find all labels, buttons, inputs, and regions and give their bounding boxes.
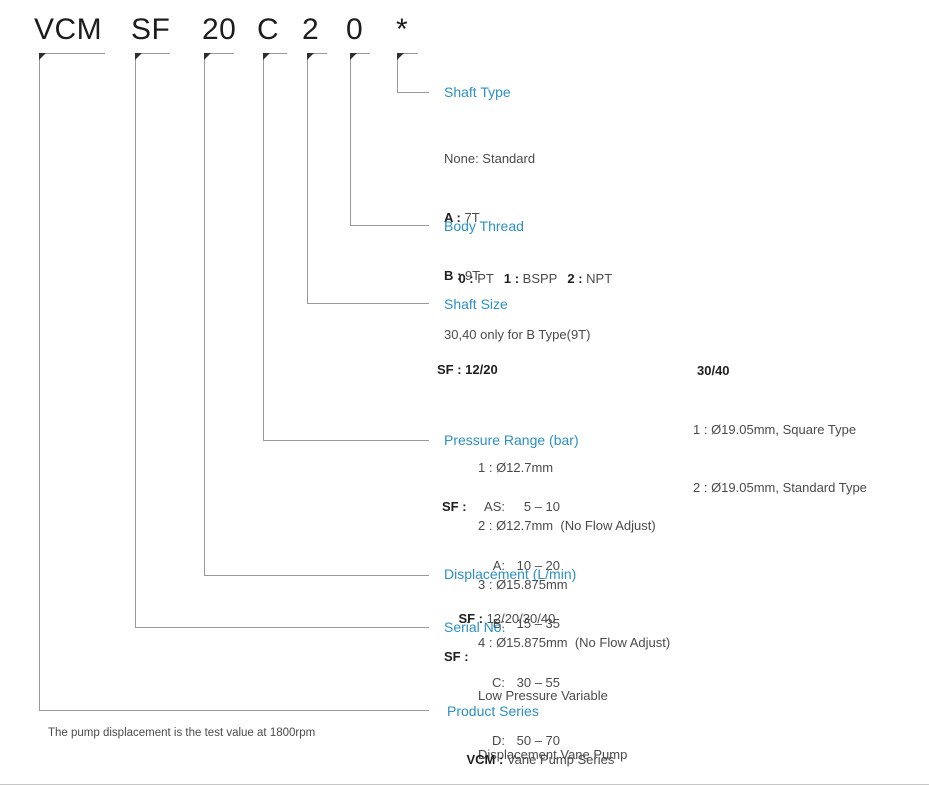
footnote: The pump displacement is the test value … — [48, 727, 316, 739]
shaft-type-line: A : 7T — [444, 209, 480, 225]
pressure-range-row: C:30 – 55 — [492, 674, 560, 690]
displacement-title: Displacement (L/min) — [444, 566, 577, 582]
pressure-range-row: D:50 – 70 — [492, 733, 560, 748]
serial-no-value: Low Pressure Variable Displacement Vane … — [478, 688, 628, 762]
shaft-type-title: Shaft Type — [444, 84, 511, 100]
shaft-size-right-heading: 30/40 — [697, 363, 730, 378]
bracket-line-20 — [204, 53, 429, 576]
shaft-type-line: 30,40 only for B Type(9T) — [444, 326, 591, 342]
shaft-size-item: 2 : Ø12.7mm (No Flow Adjust) — [478, 518, 656, 533]
shaft-size-item: 4 : Ø15.875mm (No Flow Adjust) — [478, 635, 671, 650]
corner-wedge — [397, 53, 404, 60]
corner-wedge — [204, 53, 211, 60]
corner-wedge — [135, 53, 142, 60]
shaft-size-left-column: SF : 12/20 1 : Ø12.7mm 2 : Ø12.7mm (No F… — [437, 321, 670, 731]
bracket-line-2 — [307, 53, 429, 304]
code-segment-asterisk: * — [396, 13, 409, 46]
pressure-range-row: A:10 – 20 — [492, 557, 560, 573]
bracket-line-vcm — [39, 53, 429, 711]
bracket-line-0 — [350, 53, 429, 226]
code-segment-vcm: VCM — [34, 13, 103, 46]
shaft-type-line: None: Standard — [444, 151, 536, 166]
corner-wedge — [39, 53, 46, 60]
corner-wedge — [307, 53, 314, 60]
bracket-line-sf — [135, 53, 429, 628]
pressure-range-title: Pressure Range (bar) — [444, 432, 579, 448]
pressure-range-row: SF : AS:5 – 10 — [442, 499, 560, 514]
shaft-size-item: 3 : Ø15.875mm — [478, 576, 568, 592]
bracket-line-asterisk — [397, 53, 429, 93]
shaft-size-item: 2 : Ø19.05mm, Standard Type — [693, 480, 867, 495]
shaft-size-title: Shaft Size — [444, 296, 508, 312]
code-segment-2: 2 — [302, 13, 320, 46]
product-series-content: VCM : Vane Pump Series — [466, 751, 615, 767]
body-thread-option-value: PT — [477, 270, 494, 286]
code-segment-0: 0 — [346, 13, 364, 46]
body-thread-option-key: 1 : — [503, 270, 523, 286]
bracket-topbar — [135, 53, 170, 54]
serial-no-content: SF : Low Pressure Variable Displacement … — [444, 647, 628, 784]
body-thread-content: 0 : PT 1 : BSPP 2 : NPT — [444, 249, 622, 308]
shaft-size-left-heading: SF : 12/20 — [437, 362, 498, 377]
shaft-size-left-items: 1 : Ø12.7mm 2 : Ø12.7mm (No Flow Adjust)… — [478, 419, 670, 692]
bracket-topbar — [39, 53, 105, 54]
body-thread-option-value: NPT — [586, 270, 613, 286]
shaft-type-line: B : 9T — [444, 268, 481, 283]
serial-no-title: Serial No. — [444, 619, 506, 635]
corner-wedge — [263, 53, 270, 60]
bracket-topbar — [263, 53, 287, 54]
product-series-title: Product Series — [447, 703, 539, 719]
bracket-topbar — [350, 53, 370, 54]
body-thread-title: Body Thread — [444, 218, 524, 234]
shaft-size-item: 1 : Ø19.05mm, Square Type — [693, 421, 857, 437]
bracket-topbar — [397, 53, 418, 54]
bracket-line-c — [263, 53, 429, 441]
bracket-topbar — [307, 53, 327, 54]
bracket-topbar — [204, 53, 234, 54]
pressure-range-content: SF : AS:5 – 10 A:10 – 20 B:15 – 35 C:30 … — [442, 458, 560, 784]
pressure-range-row: B:15 – 35 — [492, 616, 560, 631]
shaft-size-item: 1 : Ø12.7mm — [478, 459, 554, 475]
code-segment-c: C — [257, 13, 280, 46]
code-segment-sf: SF — [131, 13, 171, 46]
code-segment-20: 20 — [202, 13, 237, 46]
body-thread-option-value: BSPP — [522, 270, 558, 286]
displacement-content: SF : 12/20/30/40 — [458, 610, 556, 626]
shaft-type-content: None: Standard A : 7T B : 9T 30,40 only … — [444, 110, 590, 383]
body-thread-option-key: 0 : — [458, 270, 478, 286]
shaft-size-right-column: 30/40 1 : Ø19.05mm, Square Type 2 : Ø19.… — [693, 322, 867, 537]
body-thread-option-key: 2 : — [567, 270, 587, 286]
corner-wedge — [350, 53, 357, 60]
